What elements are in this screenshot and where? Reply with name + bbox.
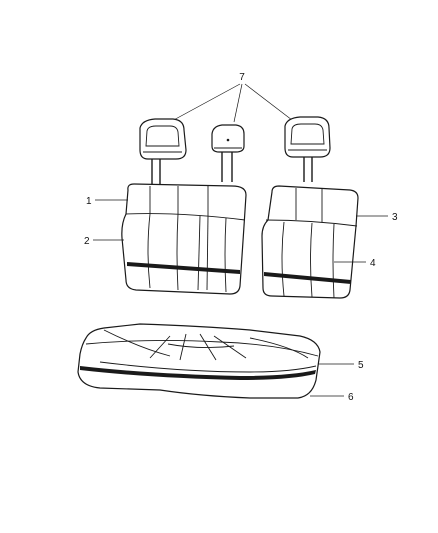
callout-2-group: 2 <box>84 236 124 247</box>
seat-back-right <box>261 185 359 299</box>
seat-cushion <box>77 323 321 399</box>
callout-4: 4 <box>370 258 376 269</box>
callout-7: 7 <box>239 72 245 83</box>
callout-7-leaders <box>169 83 293 123</box>
callout-6-group: 6 <box>310 392 354 403</box>
callout-1: 1 <box>86 196 92 207</box>
headrest-right <box>284 116 331 182</box>
headrest-left <box>139 118 187 184</box>
callout-3: 3 <box>392 212 398 223</box>
callout-5-group: 5 <box>318 360 364 371</box>
callout-2: 2 <box>84 236 90 247</box>
callout-5: 5 <box>358 360 364 371</box>
callout-1-group: 1 <box>86 196 128 207</box>
callout-3-group: 3 <box>356 212 398 223</box>
callout-6: 6 <box>348 392 354 403</box>
seat-back-left <box>121 183 247 295</box>
headrest-center <box>211 124 245 182</box>
callout-4-group: 4 <box>334 258 376 269</box>
